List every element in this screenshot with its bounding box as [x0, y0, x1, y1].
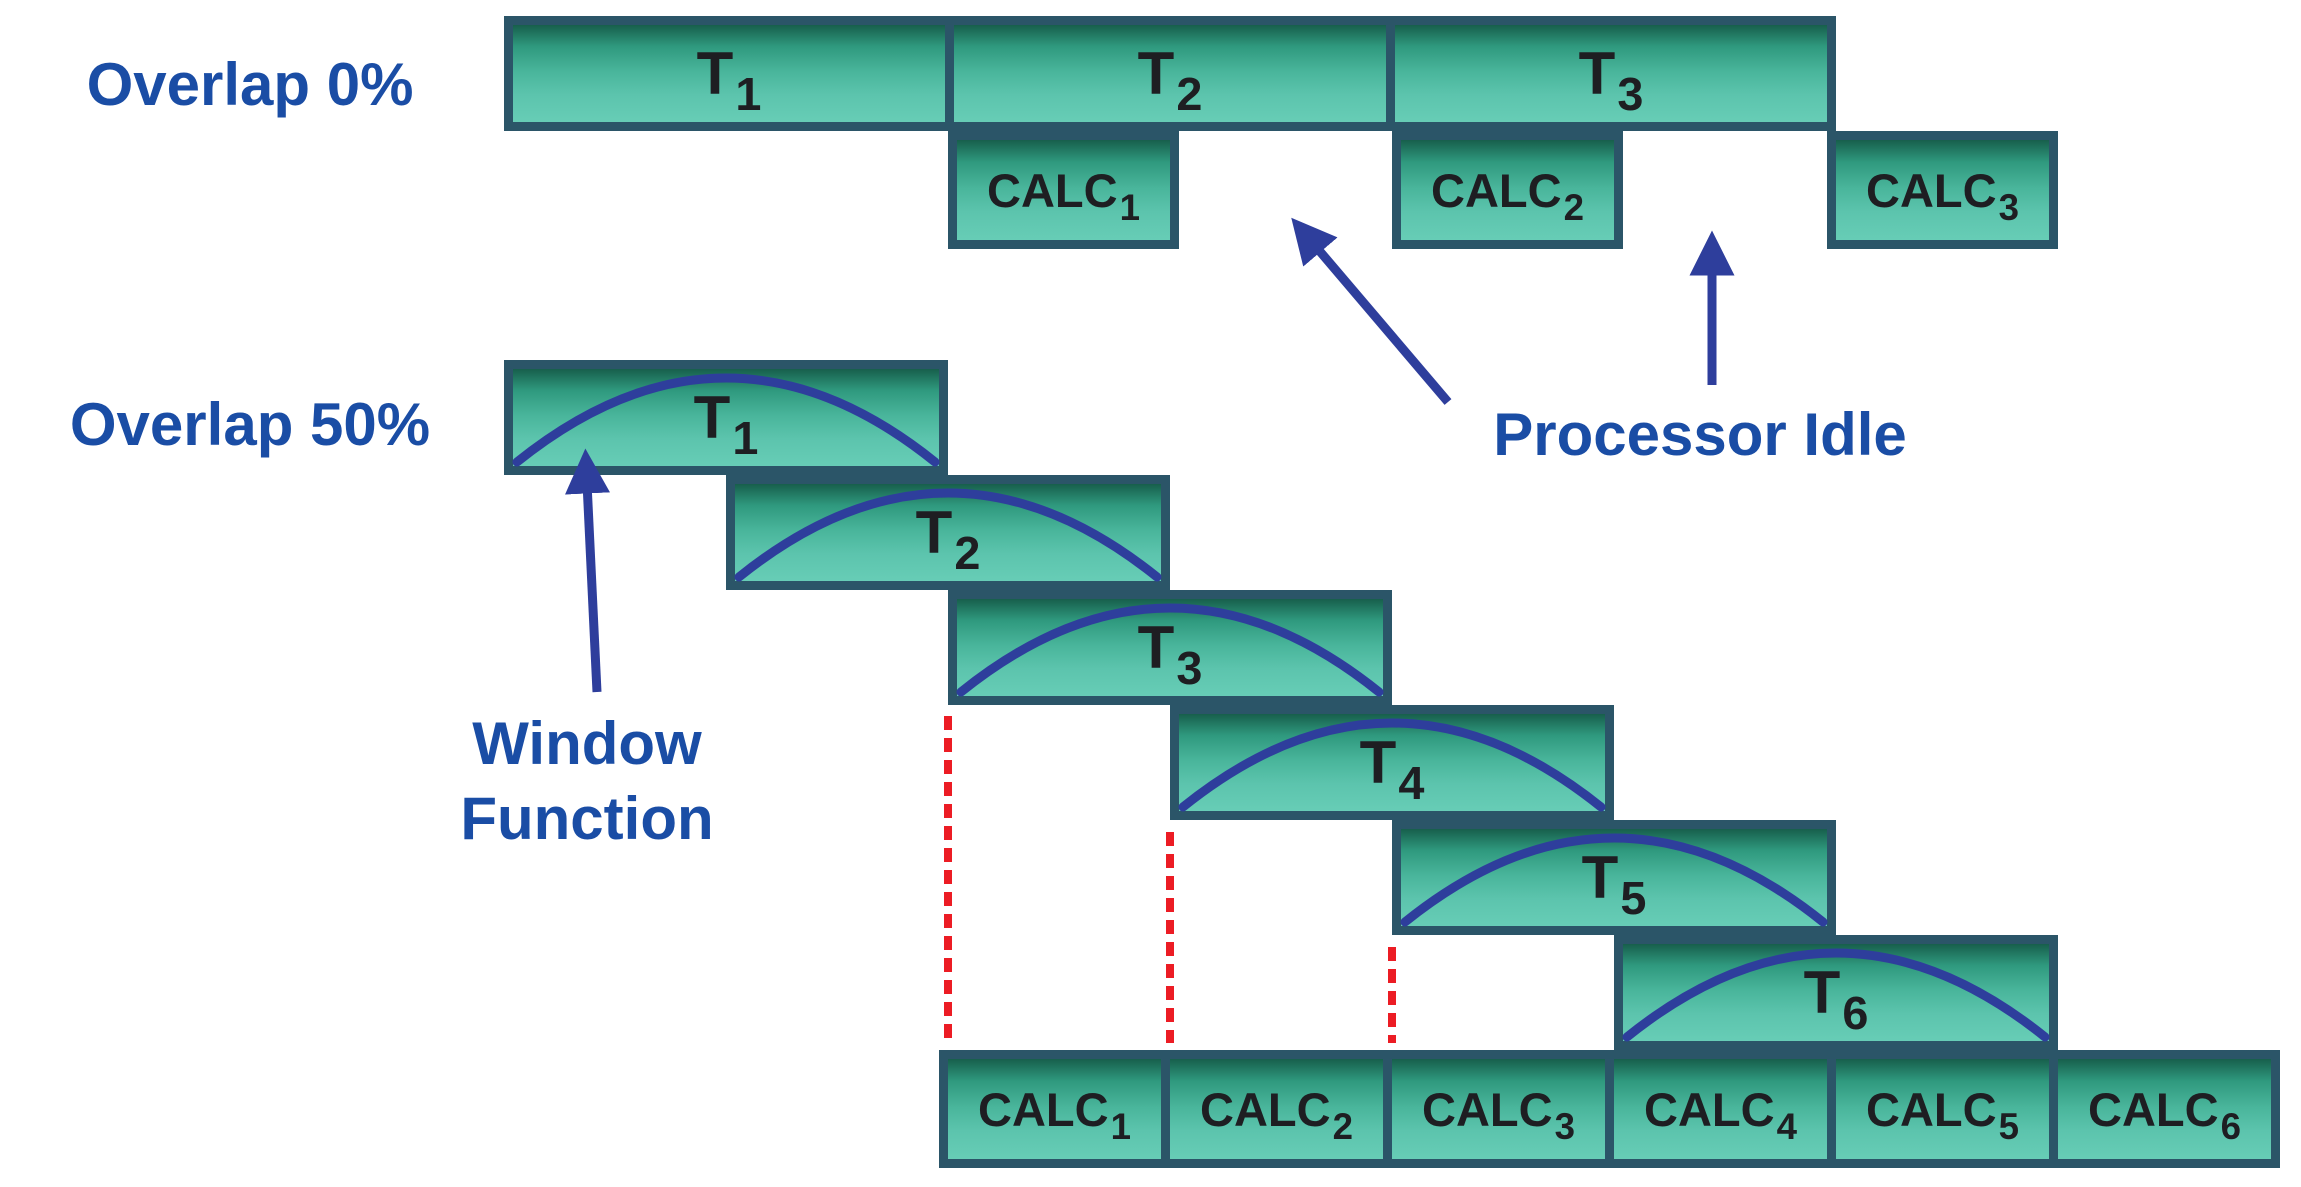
calc-block-50pct-6: CALC6: [2049, 1050, 2280, 1168]
window-function-curve: [734, 488, 1162, 582]
overlap-0-label: Overlap 0%: [86, 51, 414, 118]
t-block-label: T5: [1581, 843, 1647, 925]
calc-block-50pct-2: CALC2: [1161, 1050, 1392, 1168]
overlap0-t-row: T1 T2 T3: [504, 16, 1836, 131]
t-block-50pct-5: T5: [1392, 820, 1836, 935]
t-block-label: T6: [1803, 958, 1869, 1040]
t-block-50pct-2: T2: [726, 475, 1170, 590]
overlap50-calc-row: CALC1 CALC2 CALC3 CALC4 CALC5 CALC6: [939, 1050, 2280, 1168]
window-function-arrow: [565, 448, 610, 693]
calc-block-0pct-1: CALC1: [948, 131, 1179, 249]
processor-idle-label: Processor Idle: [1493, 401, 1907, 468]
overlap-50-label: Overlap 50%: [69, 391, 431, 458]
processor-idle-arrow-diagonal: [1291, 217, 1452, 405]
window-function-label-line2: Function: [460, 785, 714, 852]
t-block-label: T1: [693, 383, 759, 465]
calc-block-label: CALC1: [987, 163, 1140, 228]
calc-block-50pct-5: CALC5: [1827, 1050, 2058, 1168]
t-block-label: T3: [1578, 39, 1644, 121]
t-block-0pct-1: T1: [504, 16, 954, 131]
calc-block-50pct-4: CALC4: [1605, 1050, 1836, 1168]
window-function-curve: [1622, 948, 2050, 1042]
t-block-50pct-6: T6: [1614, 935, 2058, 1050]
window-function-curve: [512, 373, 940, 467]
t-block-50pct-4: T4: [1170, 705, 1614, 820]
calc-block-0pct-3: CALC3: [1827, 131, 2058, 249]
window-function-curve: [956, 603, 1384, 697]
calc-block-0pct-2: CALC2: [1392, 131, 1623, 249]
t-block-label: T2: [915, 498, 981, 580]
calc-block-50pct-3: CALC3: [1383, 1050, 1614, 1168]
calc-block-label: CALC4: [1644, 1082, 1797, 1147]
calc-block-label: CALC2: [1200, 1082, 1353, 1147]
t-block-label: T4: [1359, 728, 1425, 810]
t-block-0pct-3: T3: [1386, 16, 1836, 131]
calc-block-label: CALC1: [978, 1082, 1131, 1147]
t-block-label: T2: [1137, 39, 1203, 121]
calc-block-label: CALC3: [1866, 163, 2019, 228]
t-block-50pct-1: T1: [504, 360, 948, 475]
calc-block-50pct-1: CALC1: [939, 1050, 1170, 1168]
t-block-0pct-2: T2: [945, 16, 1395, 131]
window-function-label-line1: Window: [472, 710, 702, 777]
calc-block-label: CALC3: [1422, 1082, 1575, 1147]
calc-block-label: CALC6: [2088, 1082, 2241, 1147]
window-function-label: Window Function: [437, 706, 737, 856]
window-function-curve: [1178, 718, 1606, 812]
t-block-label: T1: [696, 39, 762, 121]
calc-block-label: CALC2: [1431, 163, 1584, 228]
window-function-curve: [1400, 833, 1828, 927]
calc-block-label: CALC5: [1866, 1082, 2019, 1147]
t-block-50pct-3: T3: [948, 590, 1392, 705]
t-block-label: T3: [1137, 613, 1203, 695]
